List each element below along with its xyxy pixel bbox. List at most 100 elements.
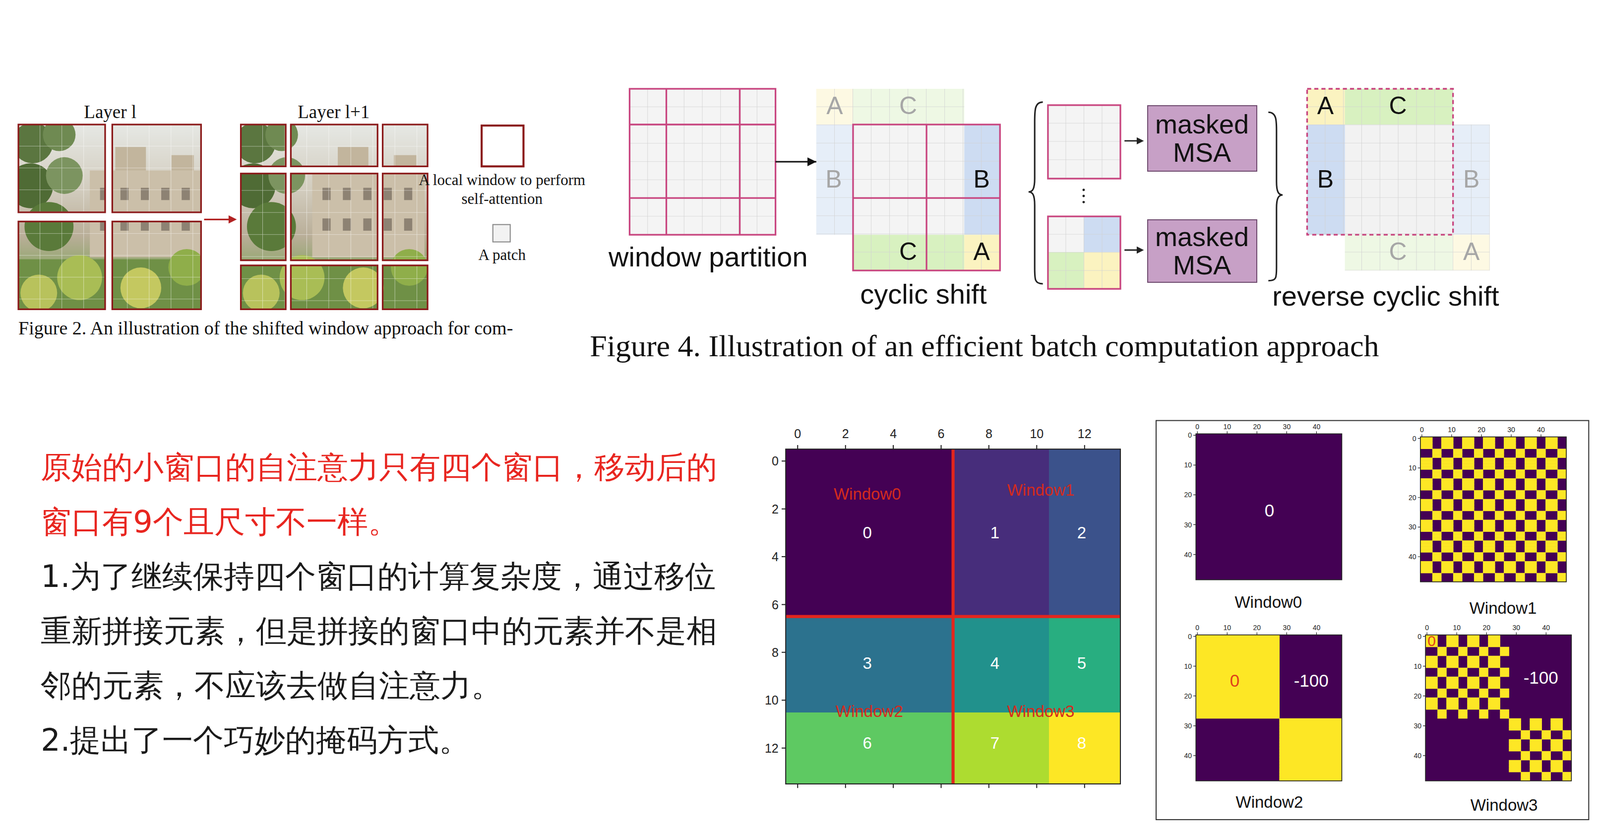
msa-box: masked MSA	[1147, 105, 1258, 172]
mask-cells	[1494, 572, 1505, 577]
mask-cells	[1524, 525, 1538, 529]
mask-cells	[1441, 569, 1454, 574]
tick-label: 0	[771, 453, 779, 469]
mask-cells	[1467, 706, 1480, 710]
mask-cells	[1432, 531, 1442, 535]
window-batch-grid	[1047, 105, 1121, 179]
mask-cells	[1195, 661, 1280, 666]
mask-cells	[1420, 525, 1433, 529]
layer-l-image	[18, 124, 202, 310]
mask-cells	[1524, 560, 1538, 565]
region-heatmap	[785, 448, 953, 616]
figure-label: cyclic shift	[860, 277, 987, 310]
mask-panel-frame	[1156, 420, 1589, 820]
mask-cells	[1503, 481, 1517, 485]
tick-label: 40	[1408, 552, 1417, 561]
mask-cells	[1545, 445, 1558, 449]
mask-cells	[1545, 566, 1558, 571]
mask-cells	[1453, 552, 1463, 556]
mask-cells	[1474, 475, 1484, 479]
mask-cells	[1478, 691, 1489, 695]
mask-cells	[1499, 673, 1510, 677]
mask-cells	[1494, 454, 1505, 458]
tick-label: 4	[771, 549, 779, 564]
mask-cells	[1437, 709, 1447, 713]
tick-label: 2	[842, 426, 850, 441]
mask-cells	[1467, 634, 1480, 639]
mask-cells	[1515, 448, 1526, 452]
mask-cells	[1503, 540, 1517, 544]
mask-cells	[1432, 472, 1442, 476]
mask-cells	[1515, 469, 1526, 473]
legend-text: A patch	[478, 246, 526, 265]
mask-cells	[1499, 652, 1510, 657]
mask-cells	[1499, 667, 1510, 672]
mask-cells	[1524, 463, 1538, 467]
mask-cells	[1557, 490, 1567, 494]
mask-cells	[1441, 466, 1454, 470]
mask-cells	[1474, 495, 1484, 500]
mask-cells	[1524, 540, 1538, 544]
mask-cells	[1524, 481, 1538, 485]
mask-cells	[1503, 463, 1517, 467]
mask-cells	[1432, 475, 1442, 479]
mask-cells	[1503, 549, 1517, 553]
mask-cells	[1195, 709, 1280, 713]
mask-cells	[1453, 537, 1463, 541]
window-label: Window2	[835, 701, 904, 721]
tick-label: 10	[1408, 463, 1417, 472]
mask-cells	[1195, 703, 1280, 707]
mask-cells	[1420, 549, 1433, 553]
mask-cells	[1503, 457, 1517, 461]
mask-cells	[1195, 697, 1280, 701]
mask-cells	[1503, 525, 1517, 529]
mask-cells	[1524, 507, 1538, 512]
layer-l1-image	[290, 173, 378, 261]
mask-cells	[1545, 484, 1558, 488]
mask-cells	[1524, 569, 1538, 574]
mask-cells	[1458, 670, 1468, 675]
layer-l-image	[8, 118, 207, 312]
mask-cells	[1536, 554, 1546, 559]
tick-label: 40	[1542, 623, 1551, 632]
layer-title: Layer l+1	[297, 101, 370, 124]
mask-cells	[1437, 715, 1447, 719]
mask-cells	[1524, 504, 1538, 509]
tick-label: 10	[1223, 422, 1232, 431]
mask-cells	[1503, 504, 1517, 509]
small-arrow	[1124, 140, 1138, 250]
mask-cells	[1425, 685, 1438, 689]
mask-cells	[1487, 664, 1501, 669]
mask-cells	[1482, 501, 1496, 506]
mask-cells	[1515, 554, 1526, 559]
mask-cells	[1437, 694, 1447, 698]
region-number: 5	[1077, 653, 1087, 673]
plot-frame	[1195, 433, 1342, 580]
mask-cells	[1467, 664, 1480, 669]
mask-cells	[1482, 563, 1496, 568]
mask-cells	[1279, 741, 1343, 746]
tick-label: 10	[1029, 426, 1044, 441]
mask-cells	[1420, 436, 1433, 441]
mask-cells	[1503, 543, 1517, 547]
mask-cells	[1195, 667, 1280, 672]
mask-cells	[1462, 481, 1475, 485]
region-number: 6	[862, 733, 872, 753]
reverse-shift-grid	[1345, 234, 1454, 271]
tick-label: 40	[1413, 751, 1422, 760]
figure-caption: Figure 4. Illustration of an efficient b…	[589, 328, 1379, 364]
mask-cells	[1446, 664, 1459, 669]
mask-cells	[1545, 481, 1558, 485]
mask-cells	[1487, 655, 1501, 660]
mask-cells	[1494, 490, 1505, 494]
mask-cells	[1420, 560, 1433, 565]
mask-cells	[1458, 712, 1468, 716]
mask-cells	[1458, 646, 1468, 651]
mask-cells	[1441, 436, 1454, 441]
mask-cells	[1462, 549, 1475, 553]
mask-cells	[1482, 466, 1496, 470]
mask-cells	[1446, 679, 1459, 683]
mask-cells	[1536, 495, 1546, 500]
mask-plot	[1193, 430, 1342, 580]
